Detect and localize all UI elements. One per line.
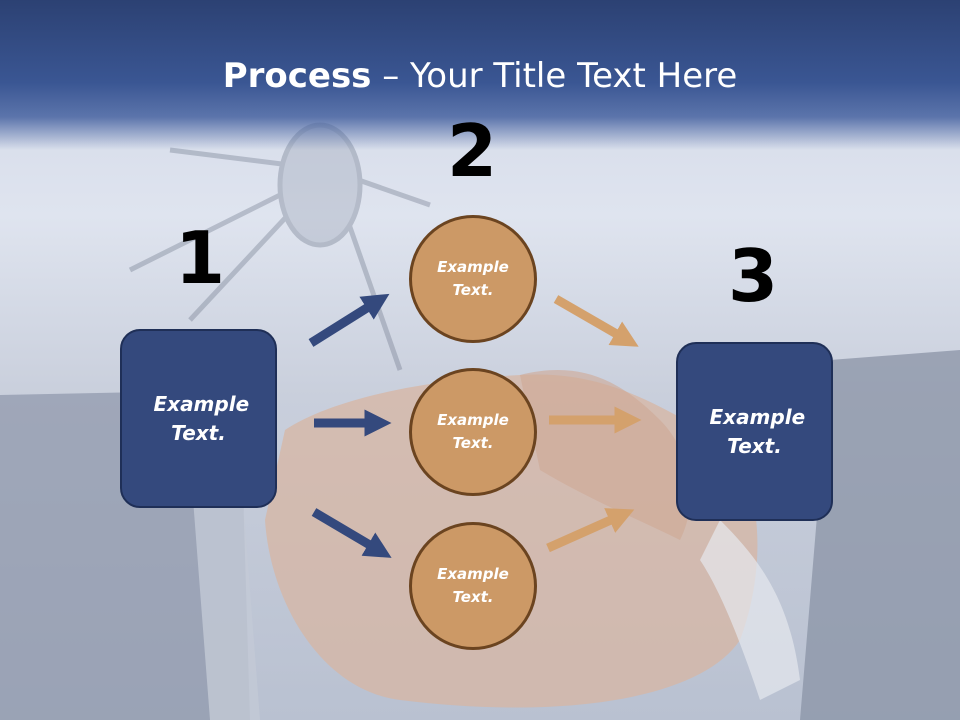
circle-bottom: Example Text. (409, 522, 537, 650)
title-bold: Process (222, 56, 372, 96)
arrow-tan-up (546, 508, 635, 553)
circle-bottom-label: Example Text. (437, 565, 509, 606)
arrow-blue-down (311, 508, 392, 558)
right-box-label: Example Text. (709, 404, 806, 458)
circle-middle: Example Text. (409, 368, 537, 496)
circle-top: Example Text. (409, 215, 537, 343)
step-number-2: 2 (446, 109, 498, 193)
arrow-blue-up (308, 293, 390, 347)
right-box: Example Text. (676, 342, 833, 521)
left-box: Example Text. (120, 329, 277, 508)
left-box-label: Example Text. (153, 391, 250, 445)
step-number-1: 1 (174, 216, 226, 300)
circle-middle-label: Example Text. (437, 411, 509, 452)
step-number-3: 3 (727, 234, 779, 318)
title-bar (0, 0, 960, 150)
circle-top-label: Example Text. (437, 258, 509, 299)
arrow-tan-down (553, 295, 639, 347)
title-rest: – Your Title Text Here (371, 56, 738, 96)
slide-title: Process – Your Title Text Here (0, 56, 960, 96)
